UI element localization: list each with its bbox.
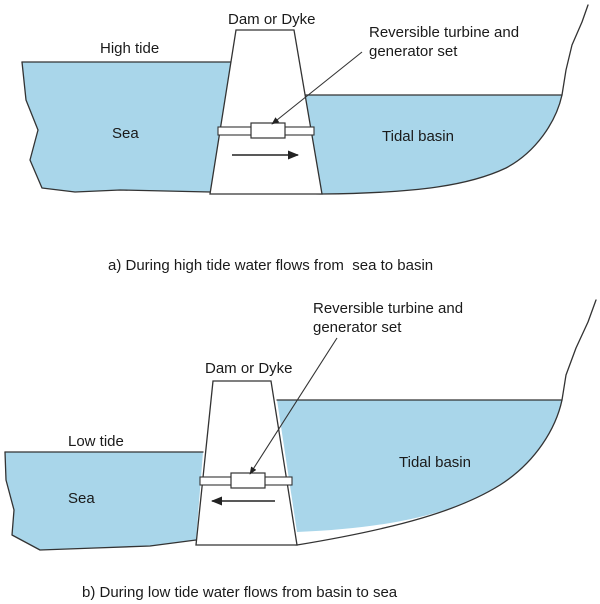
- sea-label-a: Sea: [112, 125, 139, 142]
- turbine-label-a-line2: generator set: [369, 43, 458, 60]
- turbine-b: [230, 472, 266, 489]
- basin-label-a: Tidal basin: [382, 128, 454, 145]
- basin-label-b: Tidal basin: [399, 454, 471, 471]
- panel-b-low-tide: Reversible turbine and generator set Dam…: [4, 299, 597, 601]
- sea-label-b: Sea: [68, 490, 95, 507]
- turbine-label-b-line2: generator set: [313, 319, 402, 336]
- caption-b: b) During low tide water flows from basi…: [82, 584, 398, 601]
- shore-outline-a: [21, 4, 589, 195]
- turbine-label-b-line1: Reversible turbine and: [313, 300, 463, 317]
- tide-label-b: Low tide: [68, 433, 124, 450]
- tide-label-a: High tide: [100, 40, 159, 57]
- turbine-a: [250, 122, 286, 139]
- dam-a: [209, 29, 323, 195]
- basin-water-a: [302, 95, 562, 194]
- dam-label-b: Dam or Dyke: [205, 360, 293, 377]
- sea-water-b: [5, 452, 203, 550]
- dam-label-a: Dam or Dyke: [228, 11, 316, 28]
- panel-a-high-tide: Dam or Dyke Reversible turbine and gener…: [21, 4, 589, 274]
- turbine-label-a-line1: Reversible turbine and: [369, 24, 519, 41]
- sea-water-a: [22, 62, 231, 192]
- caption-a: a) During high tide water flows from sea…: [108, 257, 433, 274]
- turbine-leader-b: [249, 337, 338, 475]
- turbine-leader-a: [271, 51, 363, 125]
- basin-water-b: [277, 400, 562, 532]
